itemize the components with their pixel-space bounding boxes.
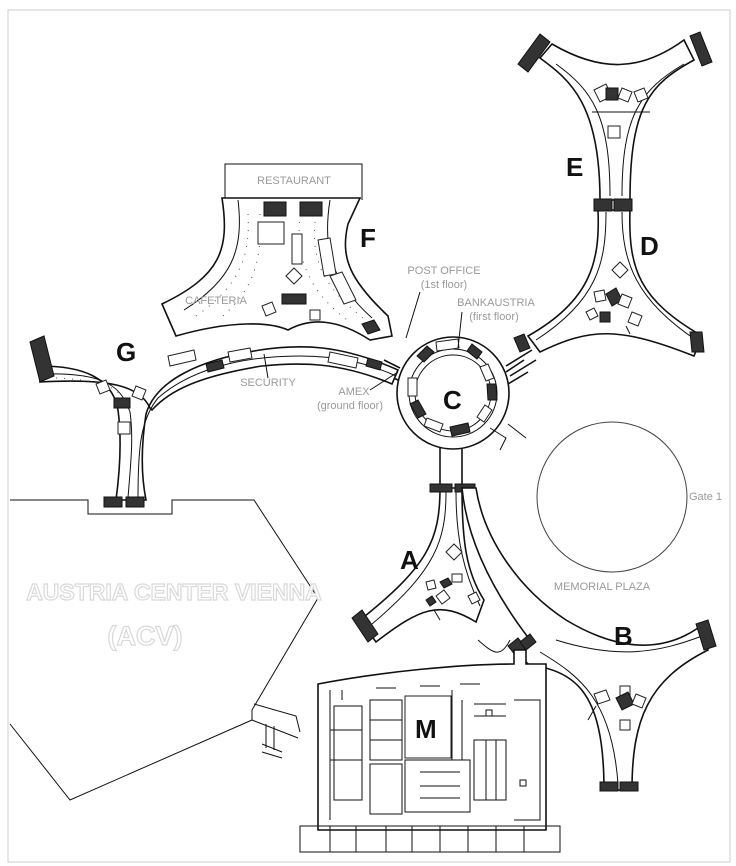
building-m [299,649,561,853]
post-office-label: POST OFFICE [407,265,480,277]
post-office-floor-label: (1st floor) [421,279,467,291]
memorial-plaza-label: MEMORIAL PLAZA [554,581,651,593]
building-b-letter: B [614,621,633,651]
acv-abbrev-label: (ACV) [108,621,183,651]
building-a [351,483,511,653]
amex-leader [369,371,399,391]
acv-building [9,499,319,801]
post-office-leader [405,291,421,339]
acv-name-label: AUSTRIA CENTER VIENNA [26,579,322,605]
building-m-letter: M [415,714,437,744]
building-c-letter: C [443,385,462,415]
building-f [160,163,393,341]
gate-1-label: Gate 1 [689,491,722,503]
building-d-letter: D [640,231,659,261]
building-c [379,336,529,484]
security-label: SECURITY [240,377,296,389]
building-e [517,31,713,212]
building-b [461,487,717,792]
building-a-letter: A [400,545,419,575]
building-g-letter: G [116,337,136,367]
restaurant-label: RESTAURANT [257,175,331,187]
cafeteria-label: CAFETERIA [185,295,247,307]
building-f-letter: F [360,223,376,253]
building-d [505,209,705,377]
bank-label: BANKAUSTRIA [457,297,535,309]
bank-leader [457,311,463,349]
map-frame [7,9,731,863]
building-e-letter: E [566,152,583,182]
gate-1-circle [536,421,688,573]
amex-label: AMEX [338,386,370,398]
bank-floor-label: (first floor) [469,311,519,323]
building-g [29,335,400,508]
amex-floor-label: (ground floor) [317,400,383,412]
